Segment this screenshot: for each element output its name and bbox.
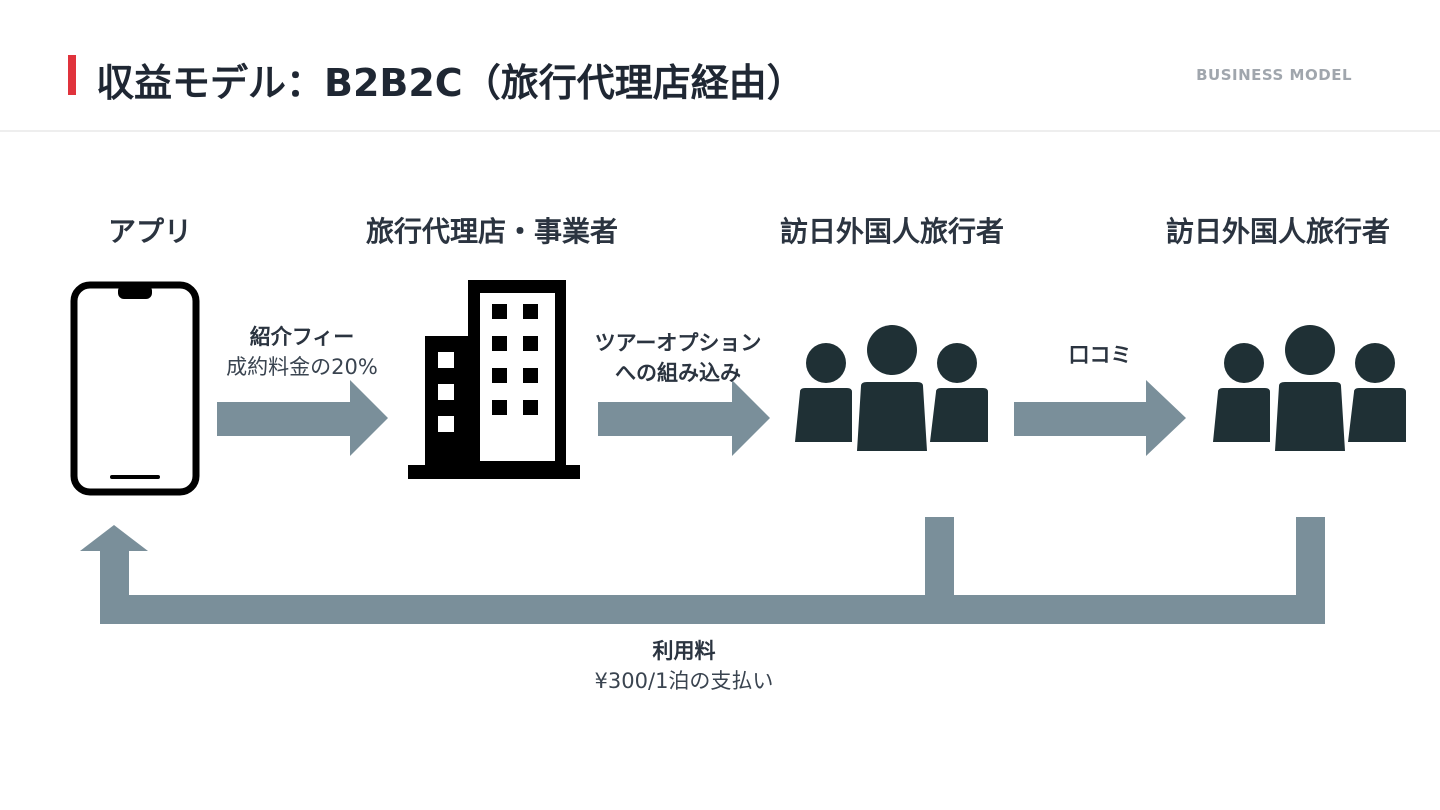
node-title-app: アプリ [107,215,193,248]
referral-detail: 成約料金の20% [226,355,378,379]
word-of-mouth-title: 口コミ [1068,343,1132,367]
flow-label-usage-fee: 利用料 ¥300/1泊の支払い [595,636,774,696]
office-building-icon [408,280,580,479]
usage-fee-detail: ¥300/1泊の支払い [594,669,774,693]
flow-label-referral: 紹介フィー 成約料金の20% [226,322,378,382]
arrow-tour [598,380,770,456]
tour-line-2: への組み込み [615,361,741,385]
arrow-referral [217,380,388,456]
node-title-travelers-1: 訪日外国人旅行者 [779,215,1005,248]
page-title: 収益モデル：B2B2C（旅行代理店経由） [96,61,805,105]
people-group-icon [1213,325,1406,451]
flow-label-tour: ツアーオプション への組み込み [595,328,762,388]
referral-title: 紹介フィー [249,325,355,349]
smartphone-icon [70,281,200,496]
arrow-usage-fee [80,517,1325,624]
people-group-icon [795,325,988,451]
tour-line-1: ツアーオプション [594,331,762,355]
usage-fee-title: 利用料 [652,639,716,663]
slide-header: 収益モデル：B2B2C（旅行代理店経由） BUSINESS MODEL [0,0,1440,132]
node-title-agency: 旅行代理店・事業者 [365,215,619,248]
section-label: BUSINESS MODEL [1196,66,1352,84]
title-accent-bar [68,55,76,95]
arrow-word-of-mouth [1014,380,1186,456]
flow-label-word-of-mouth: 口コミ [1069,340,1132,370]
node-title-travelers-2: 訪日外国人旅行者 [1165,215,1391,248]
